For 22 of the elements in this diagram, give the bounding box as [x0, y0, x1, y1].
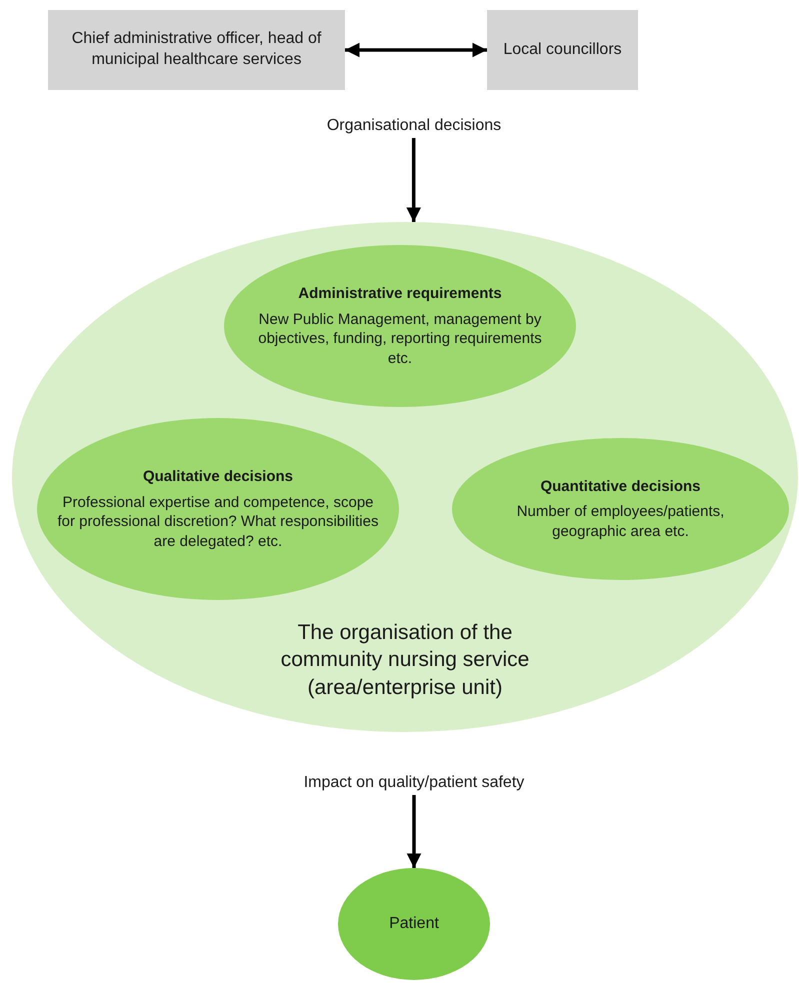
- decision-ellipse: [452, 438, 789, 580]
- node-text: New Public Management, management by objectives, funding, reporting requirements etc.: [258, 310, 542, 368]
- decision-ellipse: [37, 418, 399, 600]
- arrow: [406, 138, 422, 222]
- node-text: Patient: [389, 914, 439, 934]
- node-text: Professional expertise and competence, scope for professional discretion? What responsibilities are delegated? etc.: [56, 492, 380, 551]
- role-box: [48, 10, 345, 90]
- node-text: Number of employees/patients, geographic area etc.: [516, 502, 726, 542]
- heading-text: Administrative requirements: [298, 284, 502, 304]
- node-text: Chief administrative officer, head of municipal healthcare services: [70, 29, 322, 70]
- node-text: The organisation of the community nursing service (area/enterprise unit): [280, 620, 530, 701]
- arrow: [406, 795, 422, 868]
- flow-text: Organisational decisions: [326, 116, 502, 136]
- requirement-ellipse: [224, 245, 576, 407]
- organisation-ellipse: [12, 222, 798, 732]
- flow-text: Impact on quality/patient safety: [304, 772, 524, 793]
- node-text: Local councillors: [503, 40, 622, 60]
- patient-ellipse: [338, 868, 490, 980]
- role-box: [487, 10, 638, 90]
- heading-text: Quantitative decisions: [540, 476, 701, 496]
- arrow: [345, 42, 487, 58]
- heading-text: Qualitative decisions: [142, 467, 294, 486]
